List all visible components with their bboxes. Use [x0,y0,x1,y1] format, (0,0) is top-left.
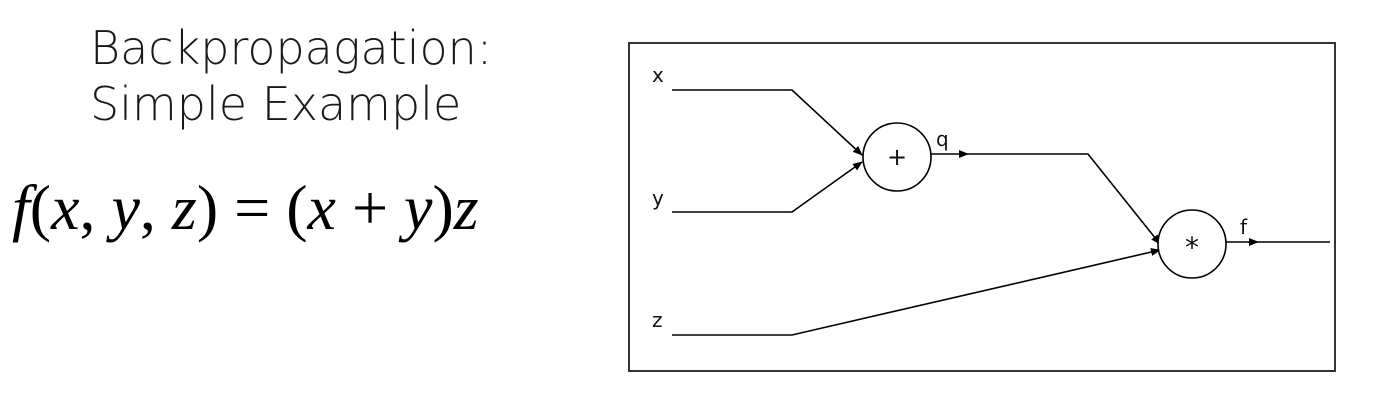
formula-rhs-y: y [404,172,433,243]
formula-x: x [51,172,80,243]
formula-comma-2: , [139,172,172,243]
title-line-2: Simple Example [90,77,462,131]
edge-z-to-mul [672,248,1161,336]
add-node-symbol: + [887,143,907,171]
formula-open-paren: ( [29,172,52,243]
formula-rhs-z: z [453,172,479,243]
graph-canvas: x y z + q * f [652,63,1330,336]
add-node [862,122,932,192]
formula-y: y [111,172,140,243]
formula-plus: + [335,172,405,243]
computational-graph: x y z + q * f [628,42,1336,372]
formula-f: f [12,172,30,243]
formula-rhs-open: ( [286,172,308,243]
input-z-label: z [652,308,663,332]
edge-q-to-mul [968,153,1161,245]
edge-q-label: q [936,127,949,151]
formula-z: z [171,172,197,243]
formula-comma-1: , [79,172,112,243]
formula: f(x, y, z) = (x + y)z [12,168,479,248]
input-x-label: x [652,63,664,87]
edge-x-to-add [672,89,863,156]
title-line-1: Backpropagation: [90,21,493,75]
multiply-node [1157,209,1227,279]
formula-equals: = [218,172,287,243]
edge-f-label: f [1240,215,1248,239]
edge-y-to-add [672,161,863,213]
formula-close-paren: ) [196,172,219,243]
formula-rhs-close: ) [432,172,454,243]
formula-rhs-x: x [307,172,336,243]
input-y-label: y [652,186,664,210]
slide-title: Backpropagation: Simple Example [90,20,492,132]
multiply-node-symbol: * [1185,231,1199,264]
